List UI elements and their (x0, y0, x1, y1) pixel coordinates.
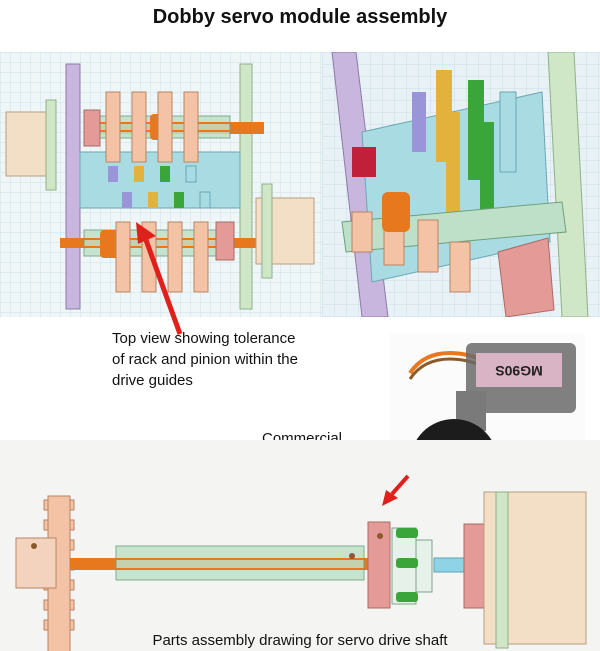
top-view-caption: Top view showing tolerance of rack and p… (112, 330, 298, 389)
diagram-title: Dobby servo module assembly (152, 6, 448, 28)
parts-assembly-drawing (0, 440, 600, 651)
servo-model-label: MG90S (495, 363, 542, 379)
parts-drawing-caption: Parts assembly drawing for servo drive s… (152, 632, 448, 649)
isometric-render (322, 52, 600, 317)
top-view-render (0, 52, 322, 317)
